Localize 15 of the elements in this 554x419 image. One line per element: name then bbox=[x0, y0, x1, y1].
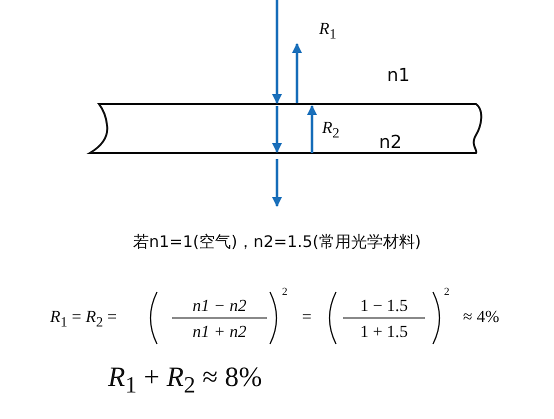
formula-text: R$_{1}$ + R$_{2}$ ≈ 8% bbox=[108, 362, 262, 393]
exponent: 2 bbox=[282, 286, 288, 298]
numerator: 1 − 1.5 bbox=[360, 296, 408, 315]
exponent: 2 bbox=[444, 286, 450, 298]
medium-label: n1 bbox=[387, 65, 410, 86]
formula-text: R$_{1}$ = R$_{2}$ = bbox=[50, 307, 117, 326]
ray-label: R$_{1}$ bbox=[319, 19, 336, 38]
condition-text: 若n1=1(空气)，n2=1.5(常用光学材料) bbox=[132, 232, 422, 251]
ray-label: R$_{2}$ bbox=[322, 118, 340, 137]
denominator: n1 + n2 bbox=[192, 322, 246, 341]
formula-text: ≈ 4% bbox=[463, 307, 500, 326]
formula-text: = bbox=[302, 307, 312, 326]
numerator: n1 − n2 bbox=[192, 296, 246, 315]
medium-label: n2 bbox=[379, 132, 402, 153]
denominator: 1 + 1.5 bbox=[360, 322, 408, 341]
